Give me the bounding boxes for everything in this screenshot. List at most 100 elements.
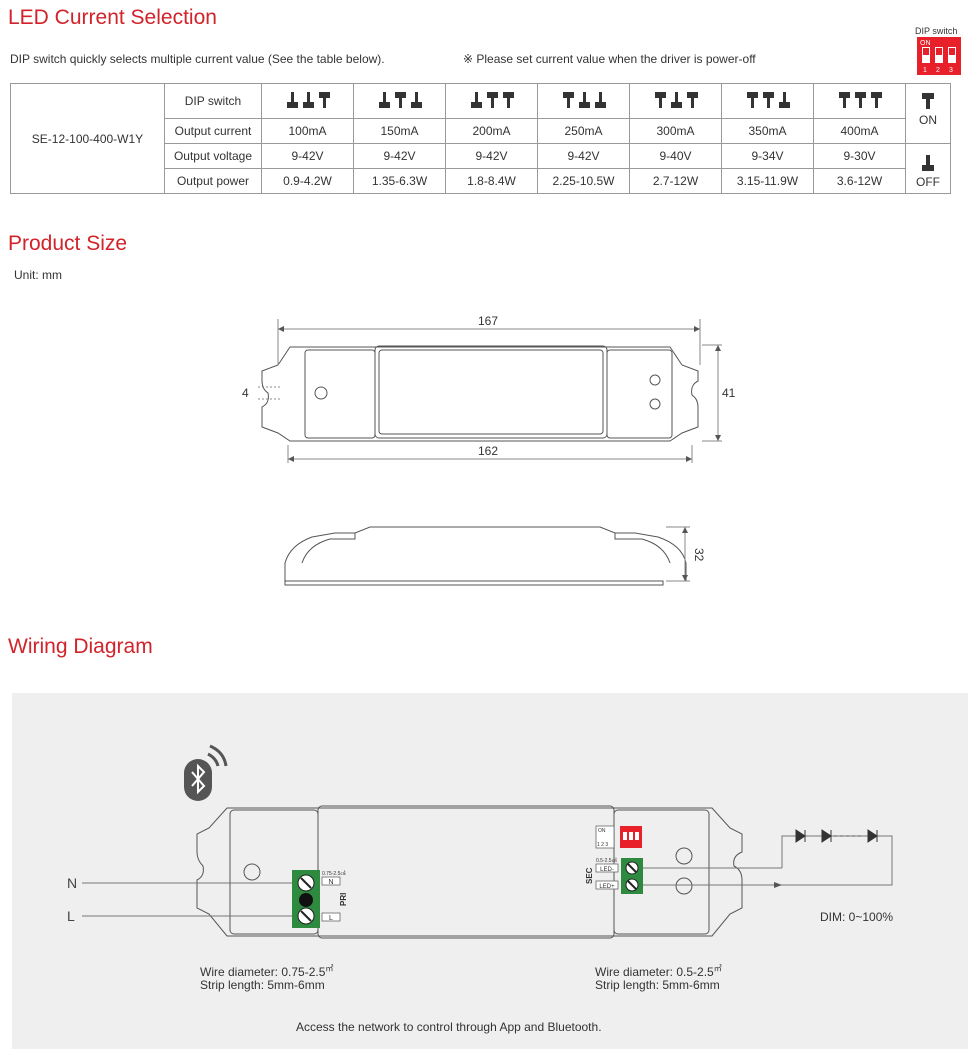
- bluetooth-icon: [184, 744, 228, 801]
- led-icon: [795, 829, 878, 843]
- right-mm2-unit: ㎡: [713, 964, 722, 973]
- unit-label: Unit: mm: [14, 268, 62, 282]
- current-value: 300mA: [629, 118, 722, 144]
- sec-spec-label: 0.5-2.5㎠: [596, 857, 617, 864]
- power-value: 2.7-12W: [629, 168, 722, 194]
- switch-off-icon: [594, 91, 606, 108]
- power-value: 1.35-6.3W: [353, 168, 446, 194]
- current-value: 400mA: [813, 118, 906, 144]
- voltage-value: 9-42V: [445, 143, 538, 169]
- switch-off-icon: [410, 91, 422, 108]
- dip-setting-cell: [813, 83, 906, 119]
- current-value: 100mA: [261, 118, 354, 144]
- switch-on-icon: [746, 91, 758, 108]
- led-minus-label: LED-: [600, 867, 614, 873]
- dip-on-label: ON: [920, 40, 931, 47]
- driver-outline: [196, 807, 743, 937]
- power-value: 0.9-4.2W: [261, 168, 354, 194]
- dip-pattern-icon: [562, 91, 606, 108]
- power-off-note: ※ Please set current value when the driv…: [463, 52, 756, 66]
- section-title-led-current: LED Current Selection: [8, 6, 217, 29]
- voltage-value: 9-34V: [721, 143, 814, 169]
- driver-dip-nums: 1 2 3: [597, 842, 608, 848]
- pri-l-label: L: [329, 915, 333, 922]
- switch-on-icon: [762, 91, 774, 108]
- dip-number-3: 3: [949, 67, 953, 74]
- legend-off-cell: OFF: [905, 143, 951, 194]
- switch-off-icon: [578, 91, 590, 108]
- current-value: 350mA: [721, 118, 814, 144]
- dip-pattern-icon: [654, 91, 698, 108]
- switch-off-icon: [470, 91, 482, 108]
- dip-pattern-icon: [470, 91, 514, 108]
- voltage-value: 9-42V: [353, 143, 446, 169]
- n-terminal-label: N: [67, 875, 77, 891]
- dim-height-label: 32: [692, 548, 706, 562]
- pri-label: PRI: [339, 893, 348, 906]
- wiring-drawing: N L 0.75-2.5㎠ PRI LED- LED+ 0.5-2.5㎠ SEC…: [67, 805, 893, 939]
- row-label-current: Output current: [164, 118, 262, 144]
- switch-on-icon: [854, 91, 866, 108]
- left-strip-length: Strip length: 5mm-6mm: [200, 978, 325, 992]
- dip-switch-graphic-icon: ON 1 2 3: [917, 37, 961, 75]
- voltage-value: 9-40V: [629, 143, 722, 169]
- driver-body: [317, 805, 615, 939]
- model-cell: SE-12-100-400-W1Y: [10, 83, 165, 194]
- power-value: 2.25-10.5W: [537, 168, 630, 194]
- dip-number-1: 1: [923, 67, 927, 74]
- left-mm2-unit: ㎡: [325, 964, 334, 973]
- switch-off-icon: [378, 91, 390, 108]
- dim-range-label: DIM: 0~100%: [820, 910, 893, 924]
- dip-pattern-icon: [838, 91, 882, 108]
- legend-off-label: OFF: [916, 175, 940, 189]
- dip-setting-cell: [629, 83, 722, 119]
- led-plus-label: LED+: [599, 884, 615, 890]
- switch-off-icon: [922, 155, 934, 171]
- dip-pattern-icon: [746, 91, 790, 108]
- switch-on-icon: [562, 91, 574, 108]
- dip-pattern-icon: [378, 91, 422, 108]
- dim-width-label: 41: [722, 386, 736, 400]
- dip-setting-cell: [721, 83, 814, 119]
- switch-off-icon: [670, 91, 682, 108]
- intro-text: DIP switch quickly selects multiple curr…: [10, 52, 385, 66]
- legend-on-label: ON: [919, 113, 937, 127]
- dip-pattern-icon: [286, 91, 330, 108]
- mount-hole-left: [314, 386, 328, 400]
- wiring-diagram-panel: [12, 693, 968, 1049]
- product-size-drawing: 167 162 41 4 32: [242, 314, 736, 586]
- voltage-value: 9-42V: [537, 143, 630, 169]
- switch-off-icon: [286, 91, 298, 108]
- power-value: 3.6-12W: [813, 168, 906, 194]
- switch-on-icon: [502, 91, 514, 108]
- switch-off-icon: [302, 91, 314, 108]
- top-view-outline: [261, 346, 699, 442]
- row-label-voltage: Output voltage: [164, 143, 262, 169]
- voltage-value: 9-30V: [813, 143, 906, 169]
- power-value: 1.8-8.4W: [445, 168, 538, 194]
- power-value: 3.15-11.9W: [721, 168, 814, 194]
- top-view-right-cap: [606, 349, 673, 439]
- switch-on-icon: [318, 91, 330, 108]
- row-label-power: Output power: [164, 168, 262, 194]
- current-value: 250mA: [537, 118, 630, 144]
- sec-label: SEC: [585, 867, 594, 884]
- right-strip-length: Strip length: 5mm-6mm: [595, 978, 720, 992]
- driver-dip-on-label: ON: [598, 828, 606, 834]
- dip-number-2: 2: [936, 67, 940, 74]
- switch-on-icon: [394, 91, 406, 108]
- l-terminal-label: L: [67, 908, 75, 924]
- dim-hole-span-label: 162: [478, 444, 498, 458]
- switch-on-icon: [686, 91, 698, 108]
- dip-switch-caption: DIP switch: [915, 26, 958, 36]
- top-view-body: [374, 345, 608, 439]
- current-selection-table: SE-12-100-400-W1Y DIP switch ON Output c…: [10, 83, 951, 194]
- pri-n-label: N: [328, 879, 333, 886]
- dip-setting-cell: [261, 83, 354, 119]
- switch-on-icon: [486, 91, 498, 108]
- driver-dip-legend: [595, 825, 615, 849]
- wiring-footer-note: Access the network to control through Ap…: [296, 1020, 602, 1034]
- switch-on-icon: [922, 93, 934, 109]
- current-value: 200mA: [445, 118, 538, 144]
- row-label-dip: DIP switch: [164, 83, 262, 119]
